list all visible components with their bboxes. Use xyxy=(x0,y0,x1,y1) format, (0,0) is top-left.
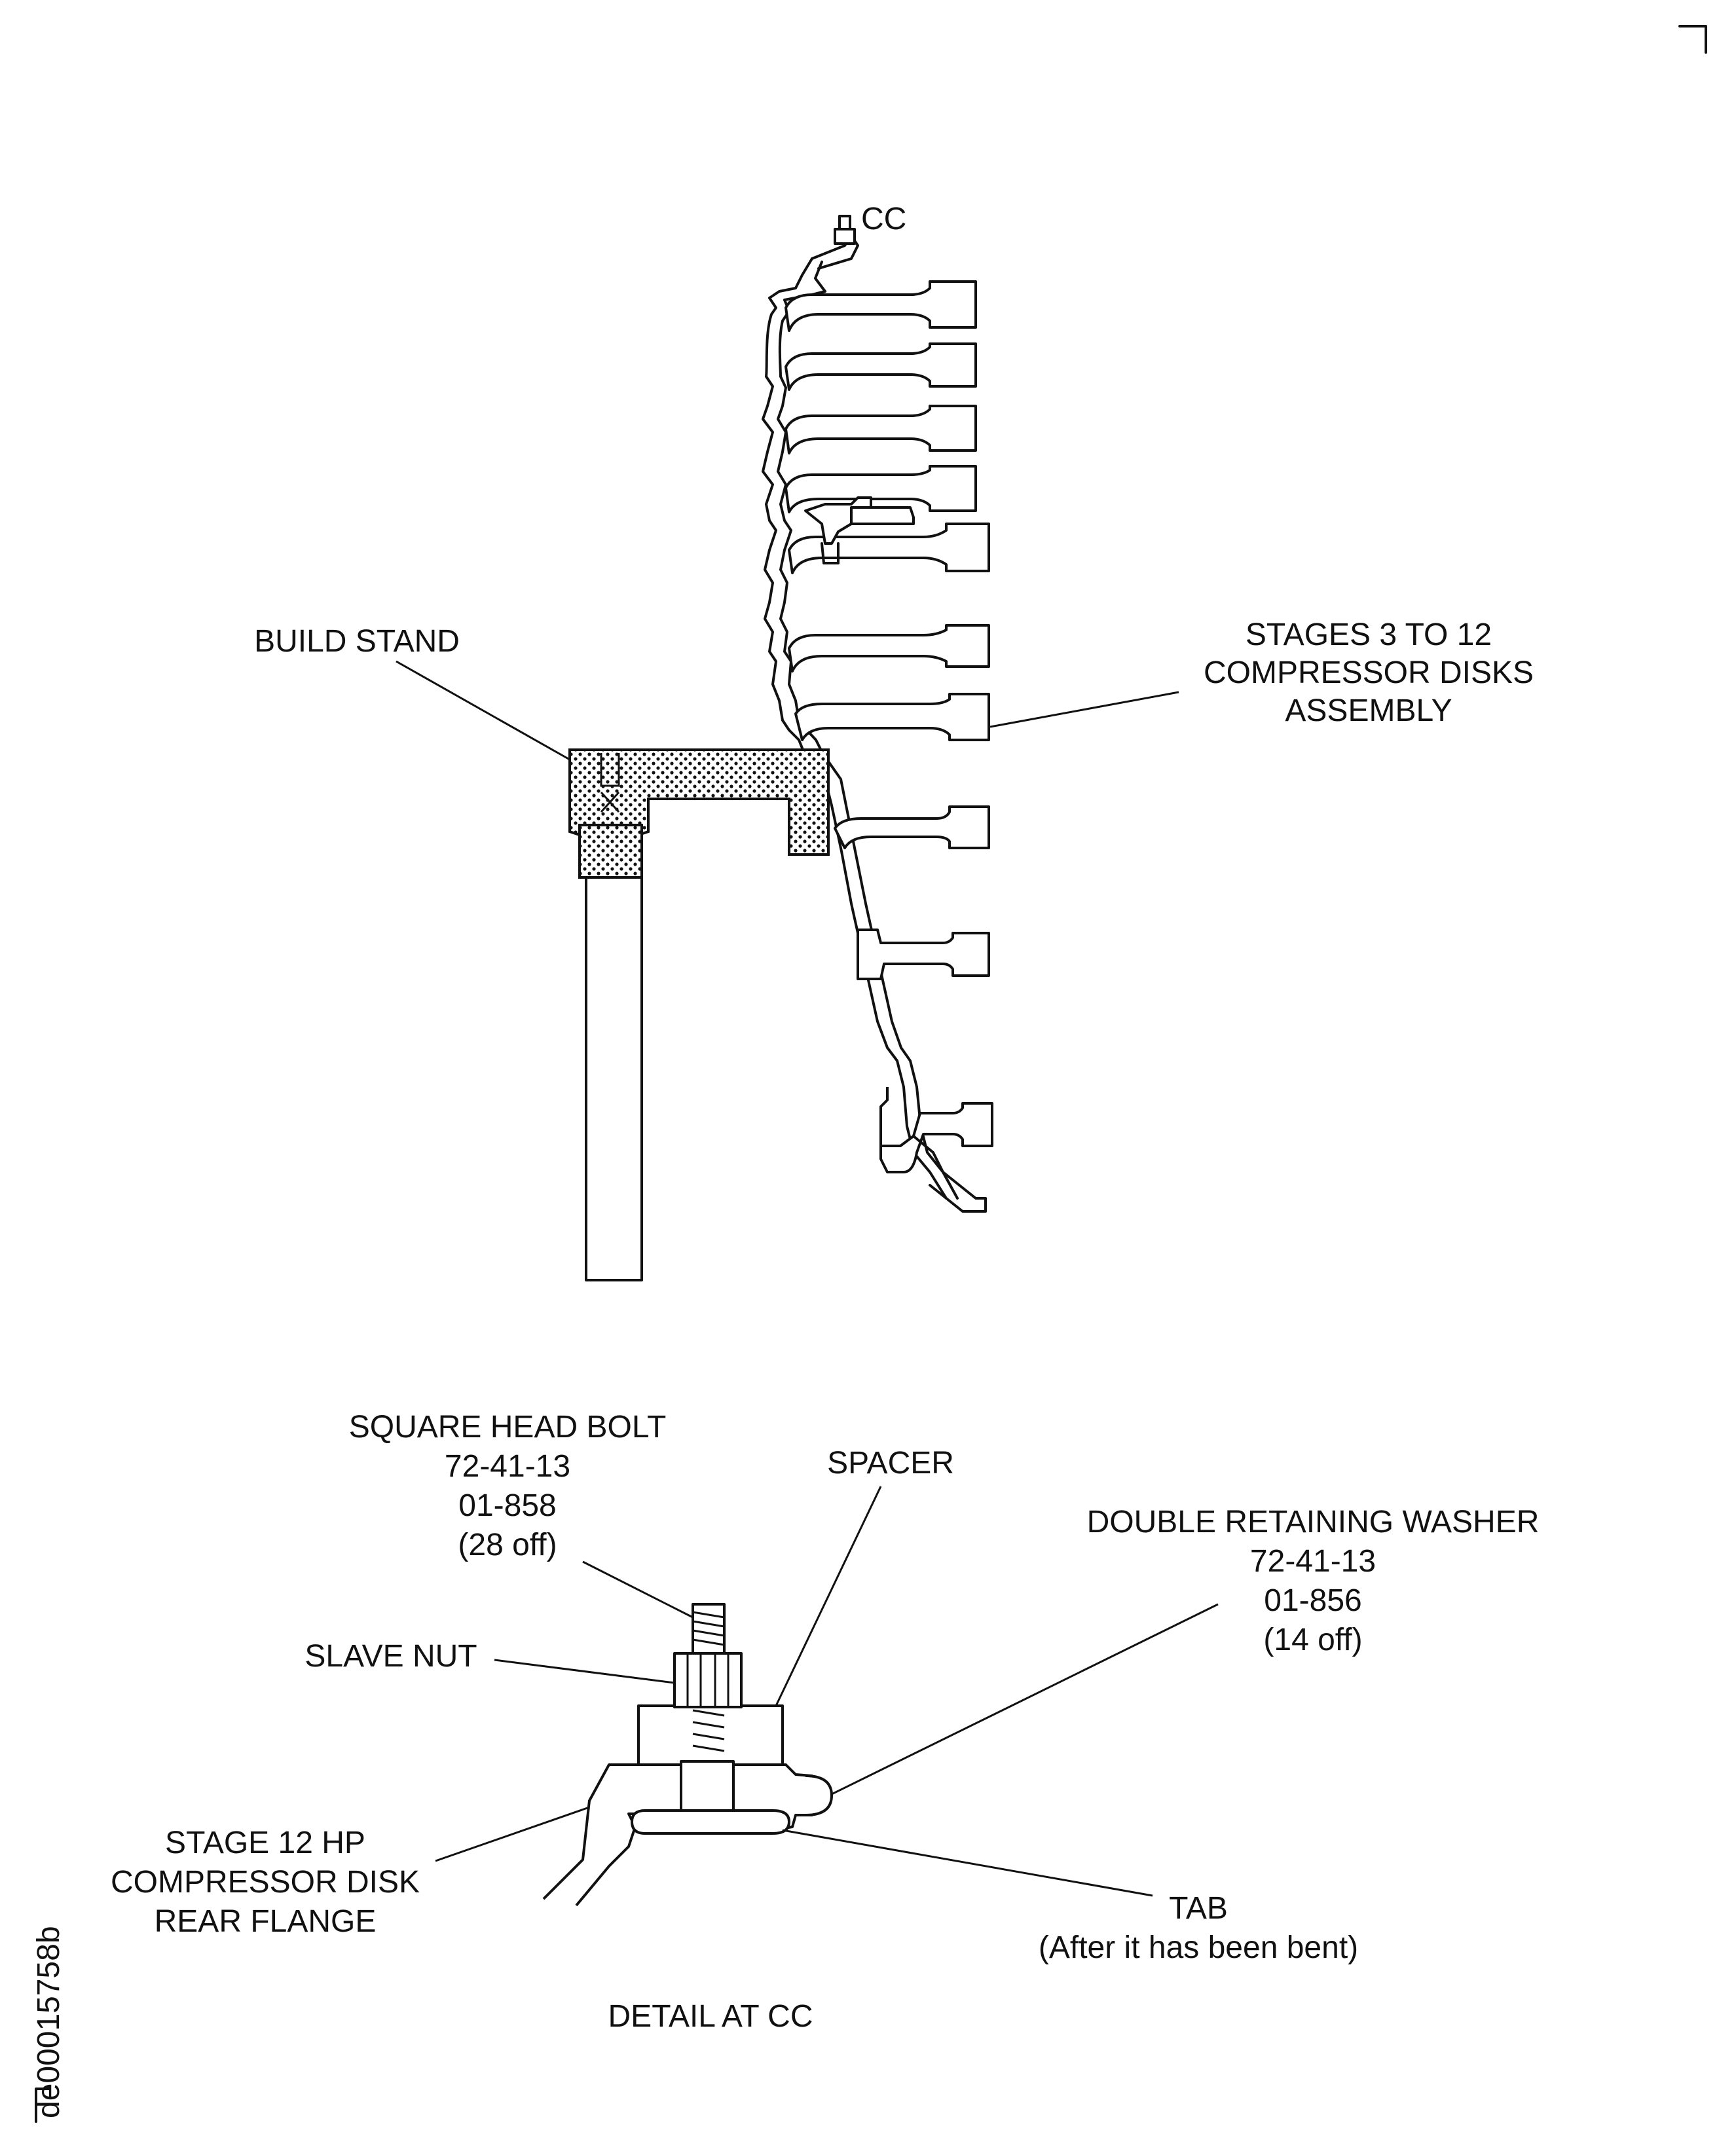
double-washer-label-2: 72-41-13 xyxy=(1250,1544,1376,1579)
disk-stage-1 xyxy=(785,280,977,332)
disk-stage-10 xyxy=(879,1087,993,1173)
build-stand-bolt xyxy=(600,753,620,813)
disk-stage-3 xyxy=(785,405,977,454)
figure-ref: de00015758b xyxy=(31,1926,66,2118)
stage12-flange-label-3: REAR FLANGE xyxy=(155,1904,377,1939)
disk-stage-4 xyxy=(785,465,977,513)
build-stand xyxy=(568,748,830,1281)
tab-label-1: TAB xyxy=(1169,1891,1228,1926)
double-washer-curl xyxy=(805,1775,833,1816)
slave-nut-flats xyxy=(686,1653,729,1707)
bolt-thread-lines xyxy=(692,1611,725,1752)
spacer-label: SPACER xyxy=(827,1446,954,1481)
figure-ref-bracket xyxy=(35,2088,50,2123)
build-stand-label: BUILD STAND xyxy=(254,624,460,659)
square-head-bolt-label-3: 01-858 xyxy=(458,1488,556,1523)
disk-stage-2 xyxy=(785,342,977,391)
washer-tab xyxy=(631,1809,790,1835)
disk-stack xyxy=(762,215,993,1213)
slave-nut-shape xyxy=(673,1652,743,1708)
disk-stage-10-web xyxy=(912,1135,987,1213)
square-head-bolt-label-1: SQUARE HEAD BOLT xyxy=(349,1410,667,1444)
build-stand-column xyxy=(585,876,643,1281)
disks-assembly-leader xyxy=(989,691,1179,728)
stage12-flange-leader xyxy=(435,1806,590,1862)
double-washer-label-1: DOUBLE RETAINING WASHER xyxy=(1087,1505,1540,1539)
disk-stage-6 xyxy=(788,624,990,672)
page-corner-mark xyxy=(1678,25,1707,54)
internal-seal-ring xyxy=(850,506,915,525)
stage12-flange-label-1: STAGE 12 HP xyxy=(165,1826,365,1860)
bolt-thread xyxy=(692,1603,726,1655)
double-washer-label-3: 01-856 xyxy=(1264,1583,1361,1618)
spacer-block xyxy=(637,1704,784,1766)
slave-nut-leader xyxy=(494,1659,675,1684)
detail-cc xyxy=(542,1603,833,1907)
disks-assembly-label-1: STAGES 3 TO 12 xyxy=(1246,617,1492,652)
internal-seal-stub xyxy=(821,542,840,564)
cc-bolt xyxy=(838,215,851,230)
disks-assembly-label-3: ASSEMBLY xyxy=(1285,693,1452,728)
tab-leader xyxy=(782,1829,1153,1897)
stage12-flange-label-2: COMPRESSOR DISK xyxy=(111,1865,420,1900)
square-head-bolt-leader xyxy=(582,1560,693,1619)
build-stand-column-top xyxy=(578,824,643,879)
detail-title: DETAIL AT CC xyxy=(608,1999,813,2034)
disk-stage-8 xyxy=(834,805,990,849)
tab-label-2: (After it has been bent) xyxy=(1039,1930,1358,1965)
disk-stage-7 xyxy=(794,693,990,741)
drum-wall xyxy=(762,257,948,1200)
drum-wall-inner xyxy=(777,261,959,1200)
cc-marker-label: CC xyxy=(861,202,906,236)
disks-assembly-label-2: COMPRESSOR DISKS xyxy=(1204,655,1534,690)
spacer-leader xyxy=(775,1486,882,1706)
slave-nut-label: SLAVE NUT xyxy=(305,1639,477,1674)
cc-nut xyxy=(834,228,856,245)
disk-stage-5 xyxy=(788,523,990,574)
square-head-bolt-label-2: 72-41-13 xyxy=(445,1449,570,1484)
double-washer-leader xyxy=(831,1603,1219,1795)
build-stand-leader xyxy=(396,660,570,761)
square-head-bolt-label-4: (28 off) xyxy=(458,1528,557,1562)
double-washer-label-4: (14 off) xyxy=(1263,1623,1362,1657)
disk-stage-9 xyxy=(857,929,990,980)
